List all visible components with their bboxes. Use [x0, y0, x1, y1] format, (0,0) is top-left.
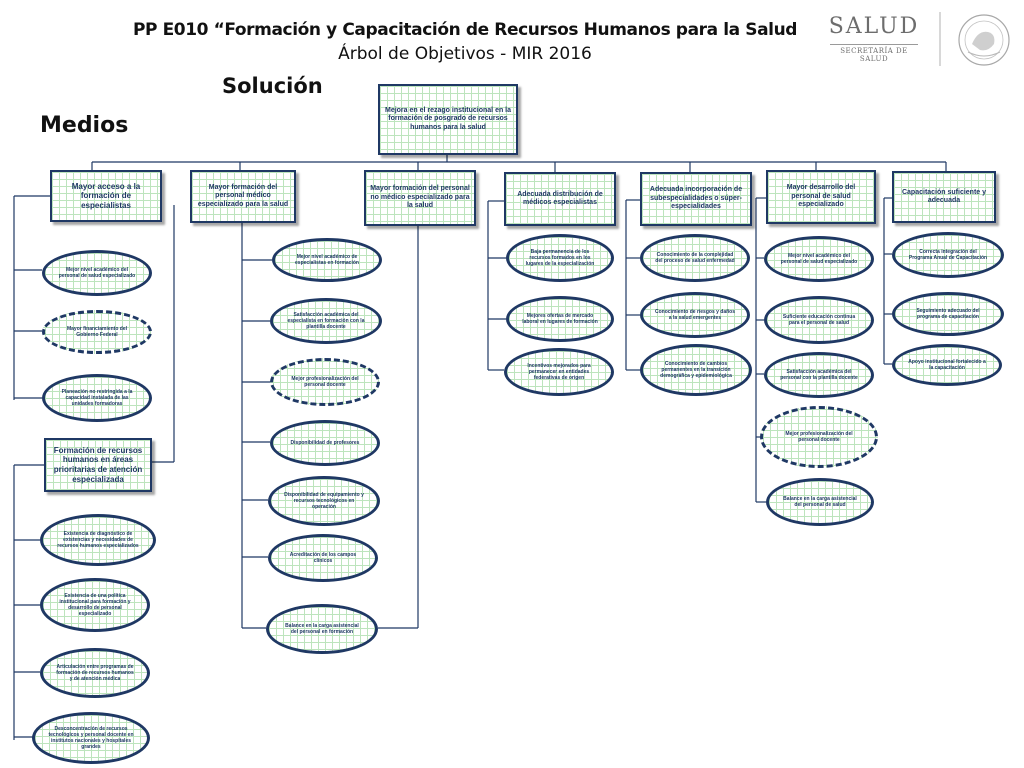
item-ellipse: Balance en la carga asistencial del pers… [766, 478, 874, 526]
item-ellipse: Apoyo institucional fortalecido a la cap… [892, 344, 1002, 386]
item-ellipse: Existencia de una política institucional… [40, 578, 150, 632]
page-title: PP E010 “Formación y Capacitación de Rec… [132, 20, 798, 40]
item-ellipse: Conocimiento de cambios permanentes en l… [640, 344, 752, 396]
mexico-seal-icon [938, 8, 1018, 68]
salud-logo: SALUD SECRETARÍA DE SALUD [826, 14, 922, 63]
branch-box-areas-prioritarias: Formación de recursos humanos en áreas p… [44, 438, 152, 492]
item-ellipse: Mejor nivel académico de especialistas e… [272, 238, 382, 282]
item-ellipse: Mejores ofertas de mercado laboral en lu… [506, 296, 614, 342]
branch-box-desarrollo: Mayor desarrollo del personal de salud e… [766, 170, 876, 224]
item-ellipse: Planeación no restringida a la capacidad… [42, 374, 152, 422]
item-ellipse: Incentivos mejorados para permanecer en … [504, 348, 614, 396]
item-ellipse: Disponibilidad de profesores [270, 420, 380, 466]
item-ellipse: Satisfacción académica del personal con … [764, 352, 874, 398]
branch-box-capacitacion: Capacitación suficiente y adecuada [892, 171, 996, 223]
item-ellipse: Correcta integración del Programa Anual … [892, 232, 1004, 278]
item-ellipse: Existencia de diagnóstico de existencias… [40, 514, 156, 566]
logo-divider [830, 44, 918, 45]
root-objective-box: Mejora en el rezago institucional en la … [378, 84, 518, 155]
item-ellipse: Mejor nivel académico del personal de sa… [764, 236, 874, 282]
item-ellipse: Balance en la carga asistencial del pers… [266, 604, 378, 654]
item-ellipse: Suficiente educación continua para el pe… [764, 296, 874, 344]
item-ellipse: Conocimiento de riesgos y daños a la sal… [640, 292, 750, 338]
item-ellipse: Disponibilidad de equipamiento y recurso… [268, 476, 380, 526]
item-ellipse: Acreditación de los campos clínicos [268, 534, 378, 582]
branch-box-distribucion: Adecuada distribución de médicos especia… [504, 172, 616, 226]
branch-box-personal-medico: Mayor formación del personal médico espe… [190, 170, 296, 223]
item-ellipse: Articulación entre programas de formació… [40, 648, 150, 698]
item-ellipse: Mayor financiamiento del Gobierno Federa… [42, 310, 152, 354]
branch-box-personal-no-medico: Mayor formación del personal no médico e… [364, 170, 476, 226]
item-ellipse: Seguimiento adecuado del programa de cap… [892, 292, 1004, 336]
branch-box-subespecialidades: Adecuada incorporación de subespecialida… [640, 172, 752, 226]
item-ellipse: Conocimiento de la complejidad del proce… [640, 234, 750, 282]
item-ellipse: Satisfacción académica del especialista … [270, 298, 382, 344]
item-ellipse: Mejor profesionalización del personal do… [760, 406, 878, 468]
logo-subtext: SECRETARÍA DE SALUD [840, 47, 908, 63]
medios-label: Medios [40, 113, 129, 138]
solucion-label: Solución [222, 74, 323, 98]
item-ellipse: Baja permanencia de los recursos formado… [506, 234, 614, 282]
item-ellipse: Desconcentración de recursos tecnológico… [32, 712, 150, 764]
branch-box-acceso: Mayor acceso a la formación de especiali… [50, 170, 162, 222]
item-ellipse: Mejor nivel académico del personal de sa… [42, 250, 152, 296]
page-subtitle: Árbol de Objetivos - MIR 2016 [338, 44, 592, 64]
logo-wordmark: SALUD [828, 14, 920, 39]
item-ellipse: Mejor profesionalización del personal do… [270, 358, 380, 406]
